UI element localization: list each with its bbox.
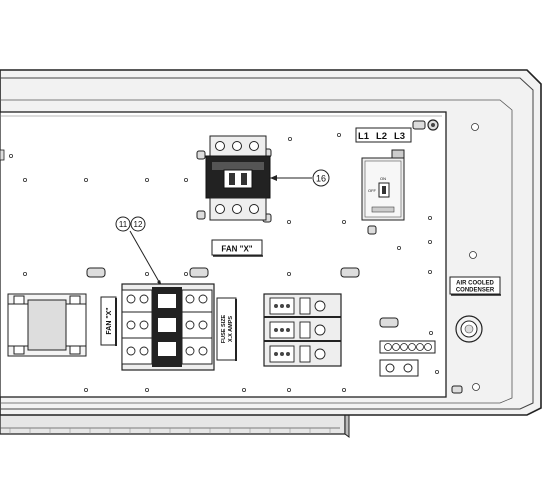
phase-label-1: L1 — [358, 131, 370, 142]
phase-label-3: L3 — [394, 131, 405, 142]
fan-label-top-text: FAN "X" — [221, 245, 252, 254]
terminal-strip — [379, 340, 436, 377]
terminal-block — [263, 293, 342, 367]
fan-label-top: FAN "X" — [211, 239, 263, 257]
callout-12-label: 12 — [134, 220, 143, 229]
fuse-size-line1: FUSE SIZE — [221, 314, 227, 343]
fuse-size-label: FUSE SIZE X.X AMPS — [216, 297, 237, 361]
fuse-size-line2: X.X AMPS — [228, 316, 234, 342]
air-cooled-line2: CONDENSER — [456, 288, 495, 294]
phase-label-2: L2 — [376, 131, 387, 142]
fan-label-side: FAN "X" — [100, 296, 117, 346]
disconnect-switch: L1 L2 L3 ON OFF — [355, 127, 412, 221]
power-entry-grommet — [455, 315, 483, 343]
fan-label-side-text: FAN "X" — [106, 307, 113, 334]
contactor — [205, 135, 312, 221]
mounting-holes — [8, 123, 480, 392]
left-edge-bracket — [0, 149, 5, 161]
switch-on-label: ON — [380, 176, 386, 181]
fuse-block — [121, 283, 215, 371]
callout-11-label: 11 — [119, 220, 128, 229]
callout-16: 16 — [312, 169, 330, 187]
air-cooled-condenser-label: AIR COOLED CONDENSER — [449, 276, 501, 296]
transformer — [7, 293, 87, 357]
air-cooled-line1: AIR COOLED — [456, 281, 494, 287]
switch-off-label: OFF — [368, 188, 377, 193]
callout-16-label: 16 — [316, 174, 326, 184]
